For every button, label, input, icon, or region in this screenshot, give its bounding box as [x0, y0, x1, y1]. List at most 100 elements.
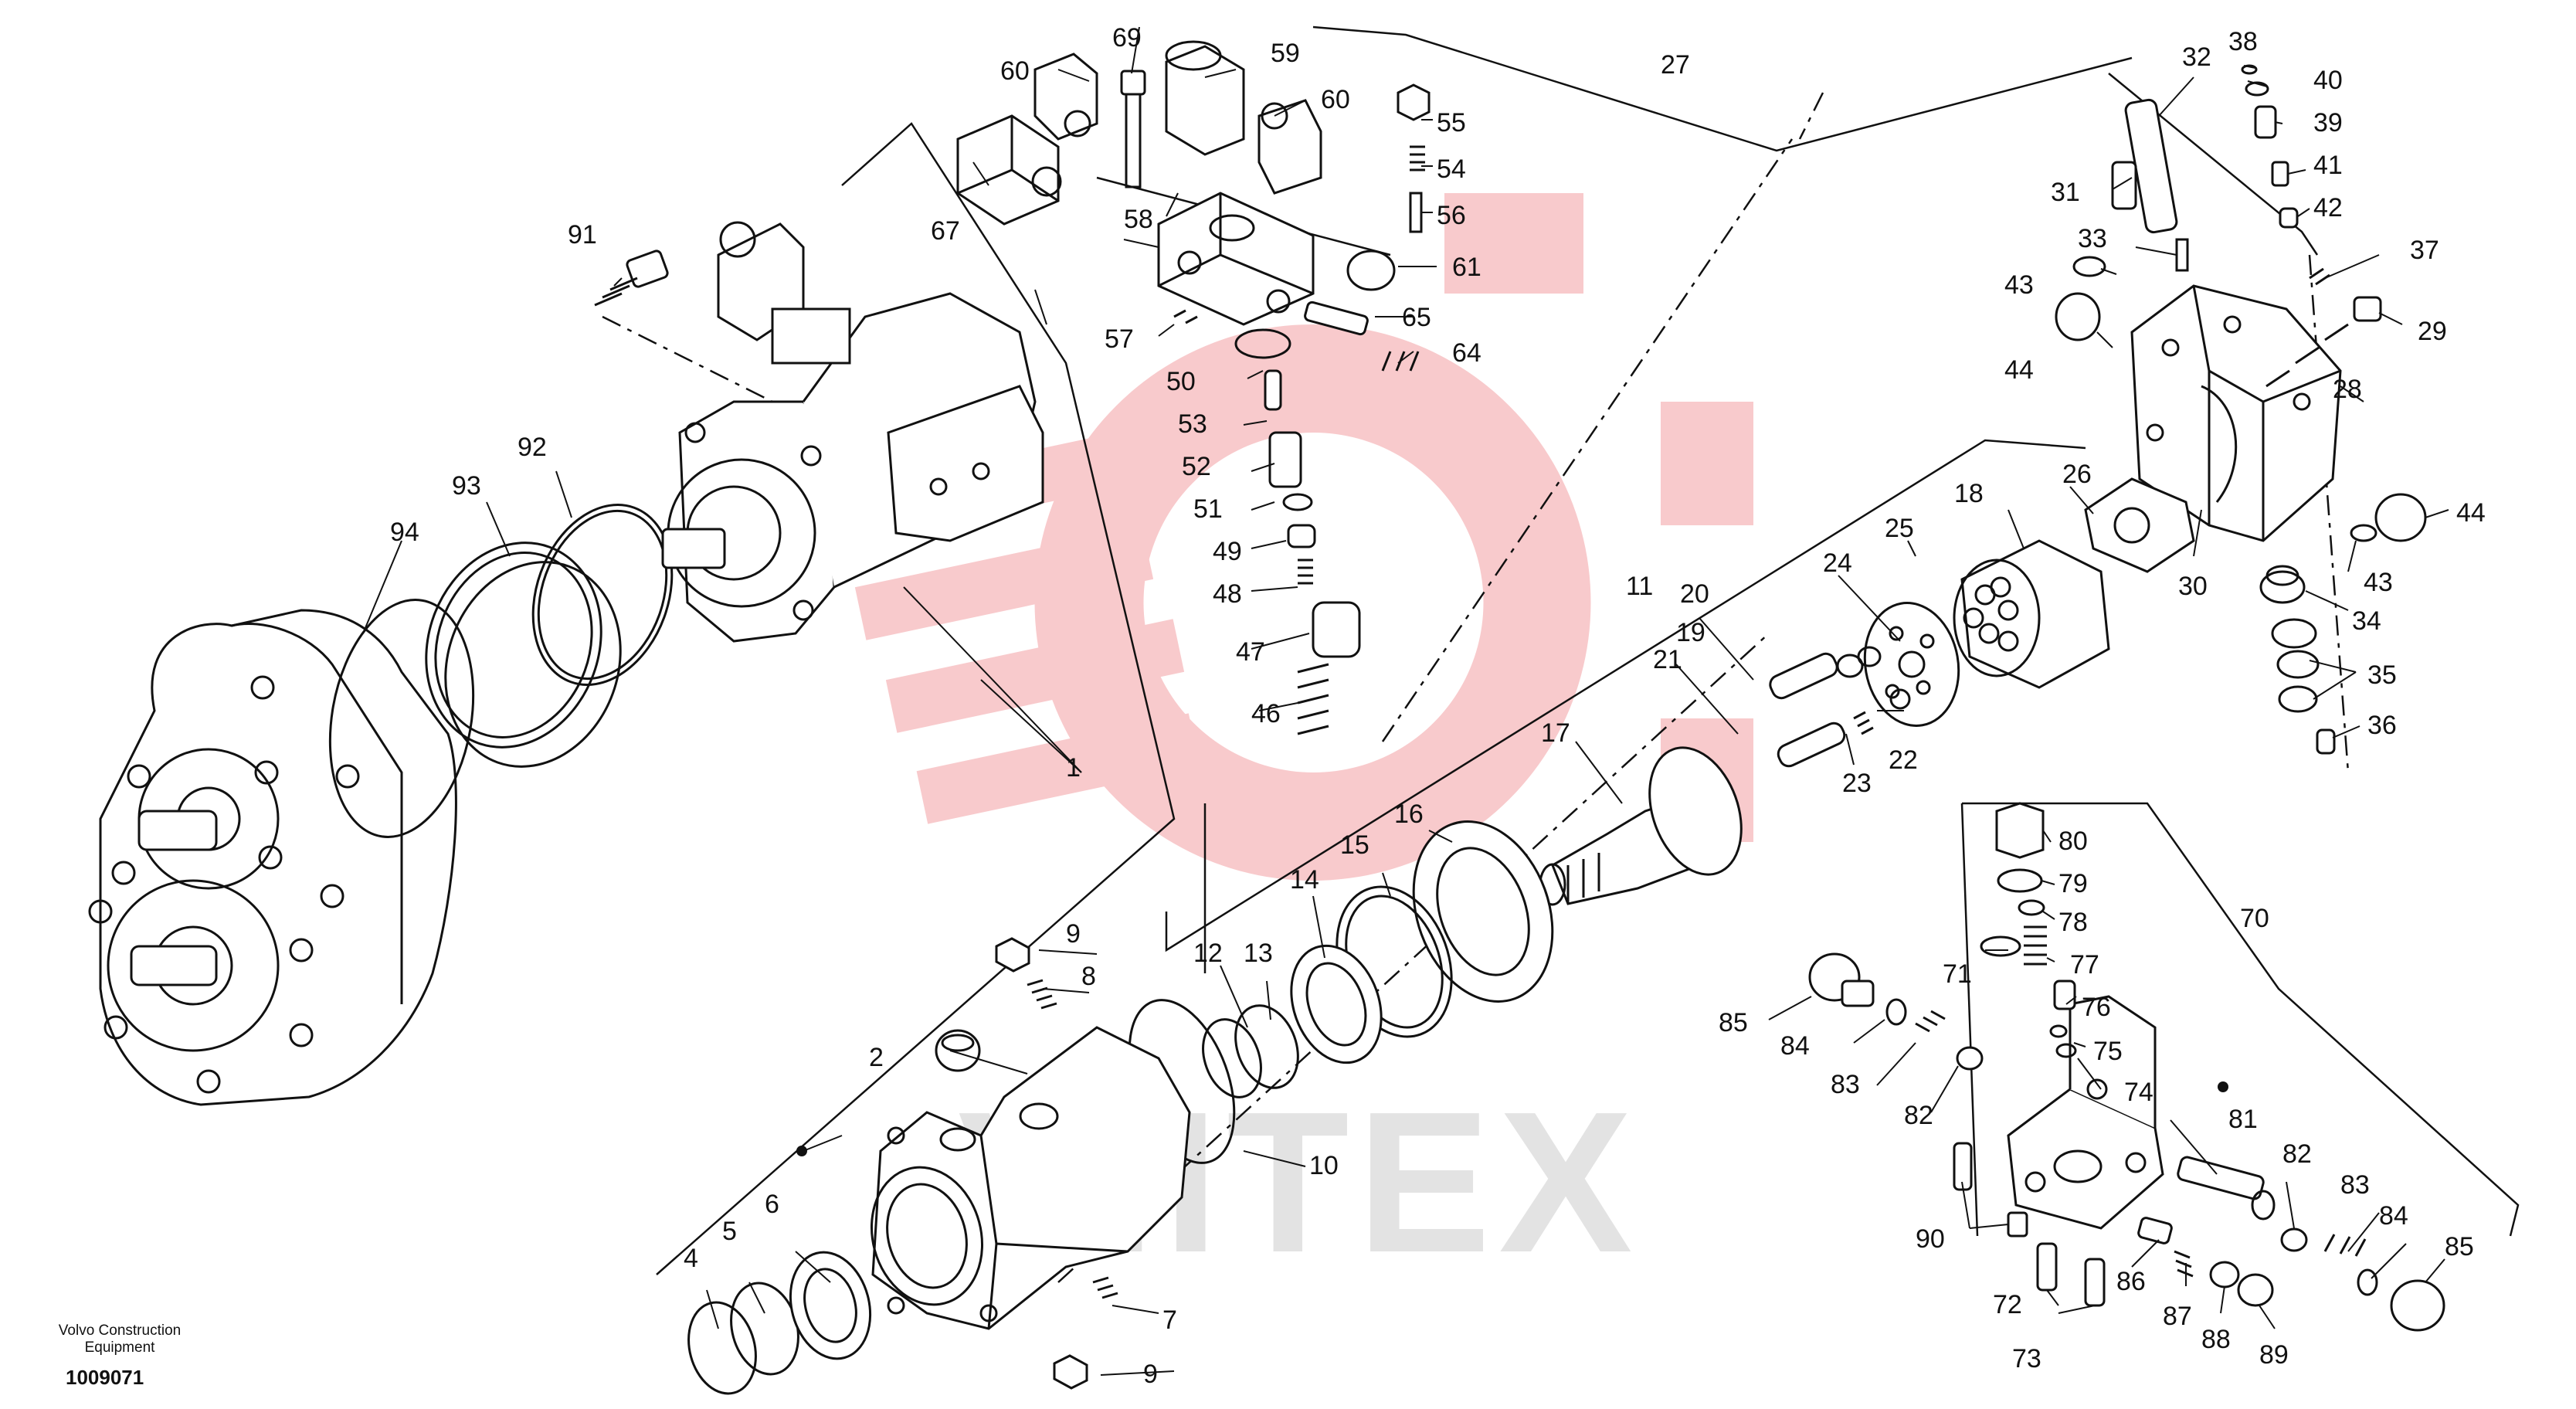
callout: 39	[2313, 108, 2343, 138]
callout: 57	[1105, 324, 1134, 354]
callout: 88	[2201, 1325, 2231, 1354]
callout: 38	[2228, 27, 2258, 56]
callout: 48	[1213, 579, 1242, 609]
callout: 56	[1437, 201, 1466, 230]
callout: 85	[1719, 1008, 1748, 1037]
callout: 86	[2116, 1267, 2146, 1296]
reference-dots	[796, 1081, 2228, 1156]
callout: 55	[1437, 108, 1466, 138]
callout: 83	[1831, 1070, 1860, 1099]
part-2-plug	[935, 1029, 981, 1072]
part-59-connector	[1165, 40, 1245, 156]
callout: 69	[1112, 23, 1142, 53]
part-8-9-fasteners	[995, 937, 1118, 1390]
callout: 9	[1066, 919, 1081, 949]
callout: 2	[869, 1043, 884, 1072]
callout: 13	[1244, 939, 1273, 968]
part-24-retainer-plate	[1863, 602, 1960, 727]
callout: 44	[2004, 355, 2034, 385]
callout: 23	[1842, 769, 1872, 798]
part-91-bolt	[594, 250, 669, 307]
part-28-housing	[2130, 284, 2342, 542]
callout: 52	[1182, 452, 1211, 481]
callout: 81	[2228, 1105, 2258, 1134]
part-small-fittings	[1173, 83, 1431, 372]
callout: 30	[2178, 572, 2208, 601]
part-18-cylinder-block	[1953, 539, 2110, 689]
part-motor-housing-lower	[870, 1026, 1191, 1330]
watermark-logo	[831, 193, 1753, 881]
callout: 35	[2367, 660, 2397, 690]
callout: 18	[1954, 479, 1984, 508]
callout: 47	[1236, 637, 1265, 667]
part-93-ring	[425, 542, 622, 768]
callout: 84	[1780, 1031, 1810, 1061]
part-60-plug-right	[1257, 99, 1322, 195]
part-80-76-stack	[1995, 802, 2077, 1058]
callout: 75	[2093, 1037, 2123, 1066]
part-19-23-pistons	[1769, 646, 1911, 768]
callout: 59	[1271, 39, 1300, 68]
callout: 7	[1162, 1305, 1177, 1335]
callout: 24	[1823, 548, 1852, 578]
callout: 60	[1321, 85, 1350, 114]
callout: 72	[1993, 1290, 2022, 1319]
part-valve-block-lower	[2007, 995, 2164, 1230]
callout: 82	[2282, 1139, 2312, 1169]
leader-lines	[362, 26, 2449, 1376]
callout: 79	[2058, 869, 2088, 898]
callout: 89	[2259, 1340, 2289, 1370]
callout: 64	[1452, 338, 1481, 368]
part-17-drive-shaft	[1539, 746, 1743, 906]
callout: 74	[2124, 1078, 2153, 1107]
callout: 31	[2051, 178, 2080, 207]
callout: 26	[2062, 460, 2092, 489]
callout: 46	[1251, 699, 1281, 728]
callout: 43	[2004, 270, 2034, 300]
callout: 44	[2456, 498, 2486, 528]
callout: 54	[1437, 154, 1466, 184]
part-81-spool	[2177, 1156, 2276, 1221]
callout: 37	[2410, 236, 2439, 265]
callout: 5	[722, 1217, 737, 1246]
callout: 4	[684, 1244, 698, 1273]
part-12-13-circlips	[1202, 1004, 1299, 1098]
callout: 87	[2163, 1302, 2192, 1331]
callout: 1	[1066, 753, 1081, 783]
callout: 12	[1193, 939, 1223, 968]
callout: 43	[2364, 568, 2393, 597]
part-spool-stack	[1234, 328, 1361, 735]
callout: 90	[1916, 1224, 1945, 1254]
callout: 53	[1178, 409, 1207, 439]
callout: 51	[1193, 494, 1223, 524]
callout: 58	[1124, 205, 1153, 234]
callout: 33	[2078, 224, 2107, 253]
part-72-73-90-bolts	[1953, 935, 2106, 1307]
callout: 19	[1676, 618, 1705, 647]
callout: 65	[1402, 303, 1431, 332]
callout: 21	[1653, 645, 1682, 674]
callout: 67	[931, 216, 960, 246]
callout: 94	[390, 518, 419, 547]
part-34-36-stack	[2259, 565, 2336, 755]
manufacturer-line-2: Equipment	[84, 1339, 155, 1356]
callout: 78	[2058, 908, 2088, 937]
callout: 9	[1143, 1360, 1158, 1389]
callout: 17	[1541, 718, 1570, 748]
part-motor-assembly-upper	[661, 221, 1044, 643]
callout: 15	[1340, 830, 1369, 860]
callout: 32	[2182, 42, 2211, 72]
callout: 27	[1661, 50, 1690, 80]
callout: 83	[2340, 1170, 2370, 1200]
callout: 92	[518, 433, 547, 462]
part-oring-large	[328, 599, 475, 838]
document-number: 1009071	[66, 1366, 144, 1389]
part-38-42-stack	[2241, 64, 2299, 229]
part-58-valve-block	[1157, 192, 1315, 326]
callout: 11	[1626, 572, 1653, 601]
part-26-plate	[2084, 477, 2195, 573]
callout: 10	[1309, 1151, 1339, 1180]
callout: 93	[452, 471, 481, 501]
manufacturer-line-1: Volvo Construction	[58, 1322, 182, 1339]
